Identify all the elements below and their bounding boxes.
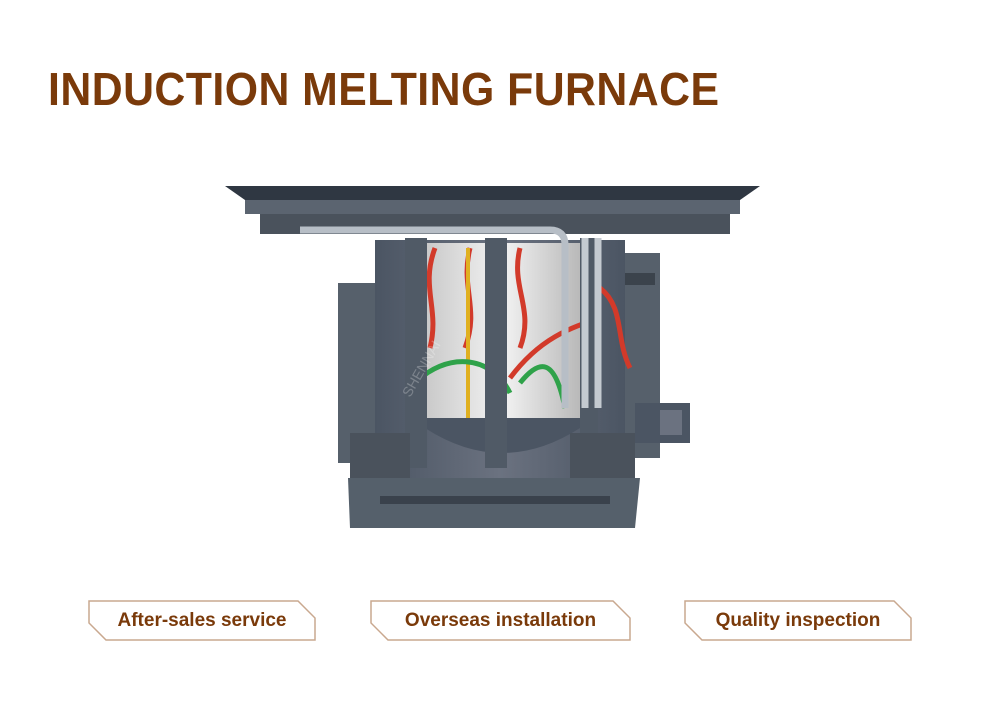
feature-label: Quality inspection: [715, 609, 881, 631]
feature-tag-quality-inspection: Quality inspection: [684, 600, 912, 641]
page-title: INDUCTION MELTING FURNACE: [48, 63, 720, 115]
feature-label: Overseas installation: [404, 609, 597, 631]
feature-tag-after-sales: After-sales service: [88, 600, 316, 641]
tag-frame-icon: [88, 600, 316, 641]
feature-label: After-sales service: [117, 609, 287, 631]
induction-furnace-image: SHENNAI: [225, 186, 760, 528]
tag-frame-icon: [370, 600, 631, 641]
feature-tag-overseas-installation: Overseas installation: [370, 600, 631, 641]
tag-frame-icon: [684, 600, 912, 641]
